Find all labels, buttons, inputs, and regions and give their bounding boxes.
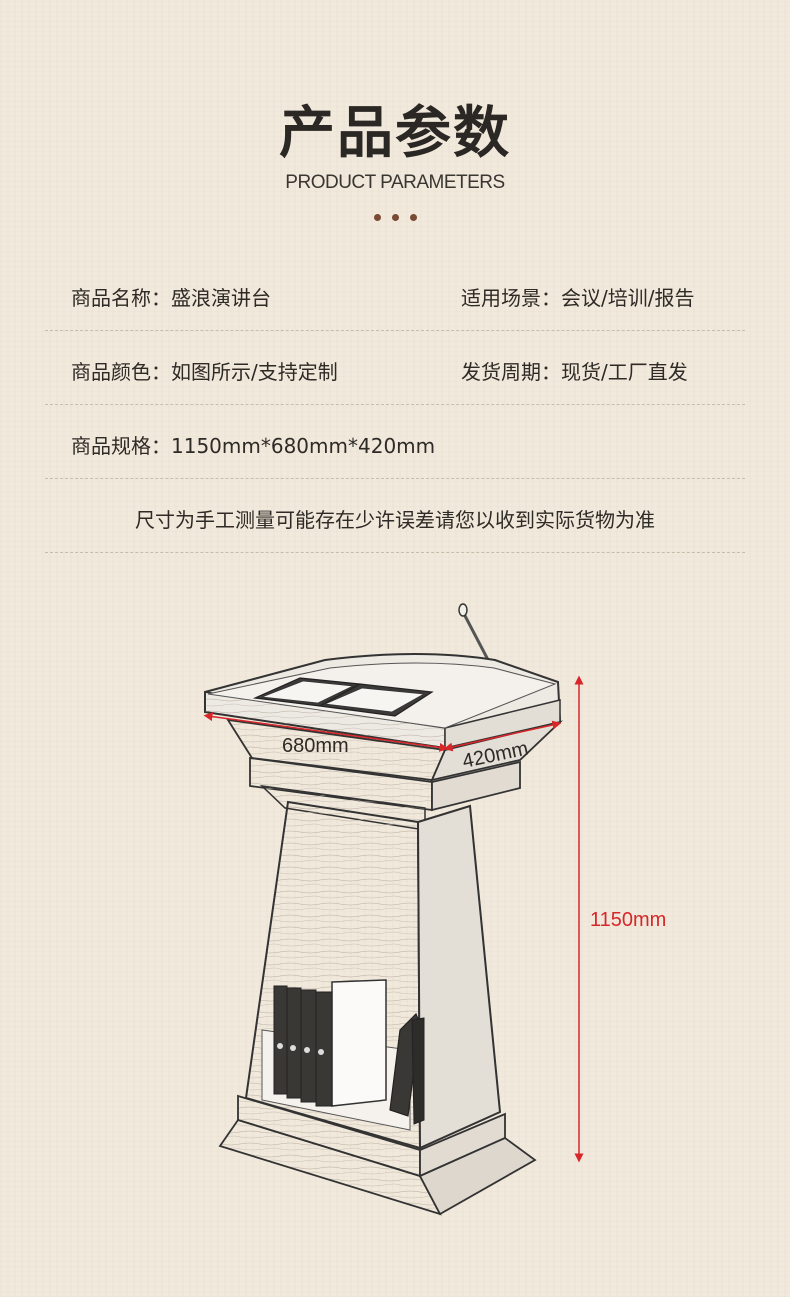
book-icon (252, 677, 434, 717)
podium-drawing: 680mm 420mm 1150mm (203, 603, 666, 1216)
width-dimension (203, 712, 449, 752)
param-row: 商品规格：1150mm*680mm*420mm (45, 404, 745, 479)
param-row: 商品名称：盛浪演讲台 适用场景：会议/培训/报告 (45, 256, 745, 331)
param-delivery-cycle: 发货周期：现货/工厂直发 (461, 360, 688, 384)
param-product-spec: 商品规格：1150mm*680mm*420mm (71, 434, 436, 458)
height-label: 1150mm (590, 909, 666, 931)
dot-icon (391, 214, 399, 221)
page-title: 产品参数 (279, 101, 511, 166)
depth-dimension (443, 720, 562, 752)
podium-base (218, 1094, 537, 1216)
param-product-name: 商品名称：盛浪演讲台 (71, 286, 271, 310)
param-row: 商品颜色：如图所示/支持定制 发货周期：现货/工厂直发 (45, 330, 745, 405)
dot-icon (373, 214, 381, 221)
decorative-dots (0, 214, 790, 221)
measurement-note: 尺寸为手工测量可能存在少许误差请您以收到实际货物为准 (135, 508, 655, 532)
binders-icon (273, 979, 425, 1125)
param-product-color: 商品颜色：如图所示/支持定制 (71, 360, 338, 384)
page-subtitle: PRODUCT PARAMETERS (285, 172, 505, 193)
note-row: 尺寸为手工测量可能存在少许误差请您以收到实际货物为准 (45, 478, 745, 553)
param-usage-scene: 适用场景：会议/培训/报告 (461, 286, 695, 310)
dot-icon (409, 214, 417, 221)
width-label: 680mm (282, 735, 349, 757)
